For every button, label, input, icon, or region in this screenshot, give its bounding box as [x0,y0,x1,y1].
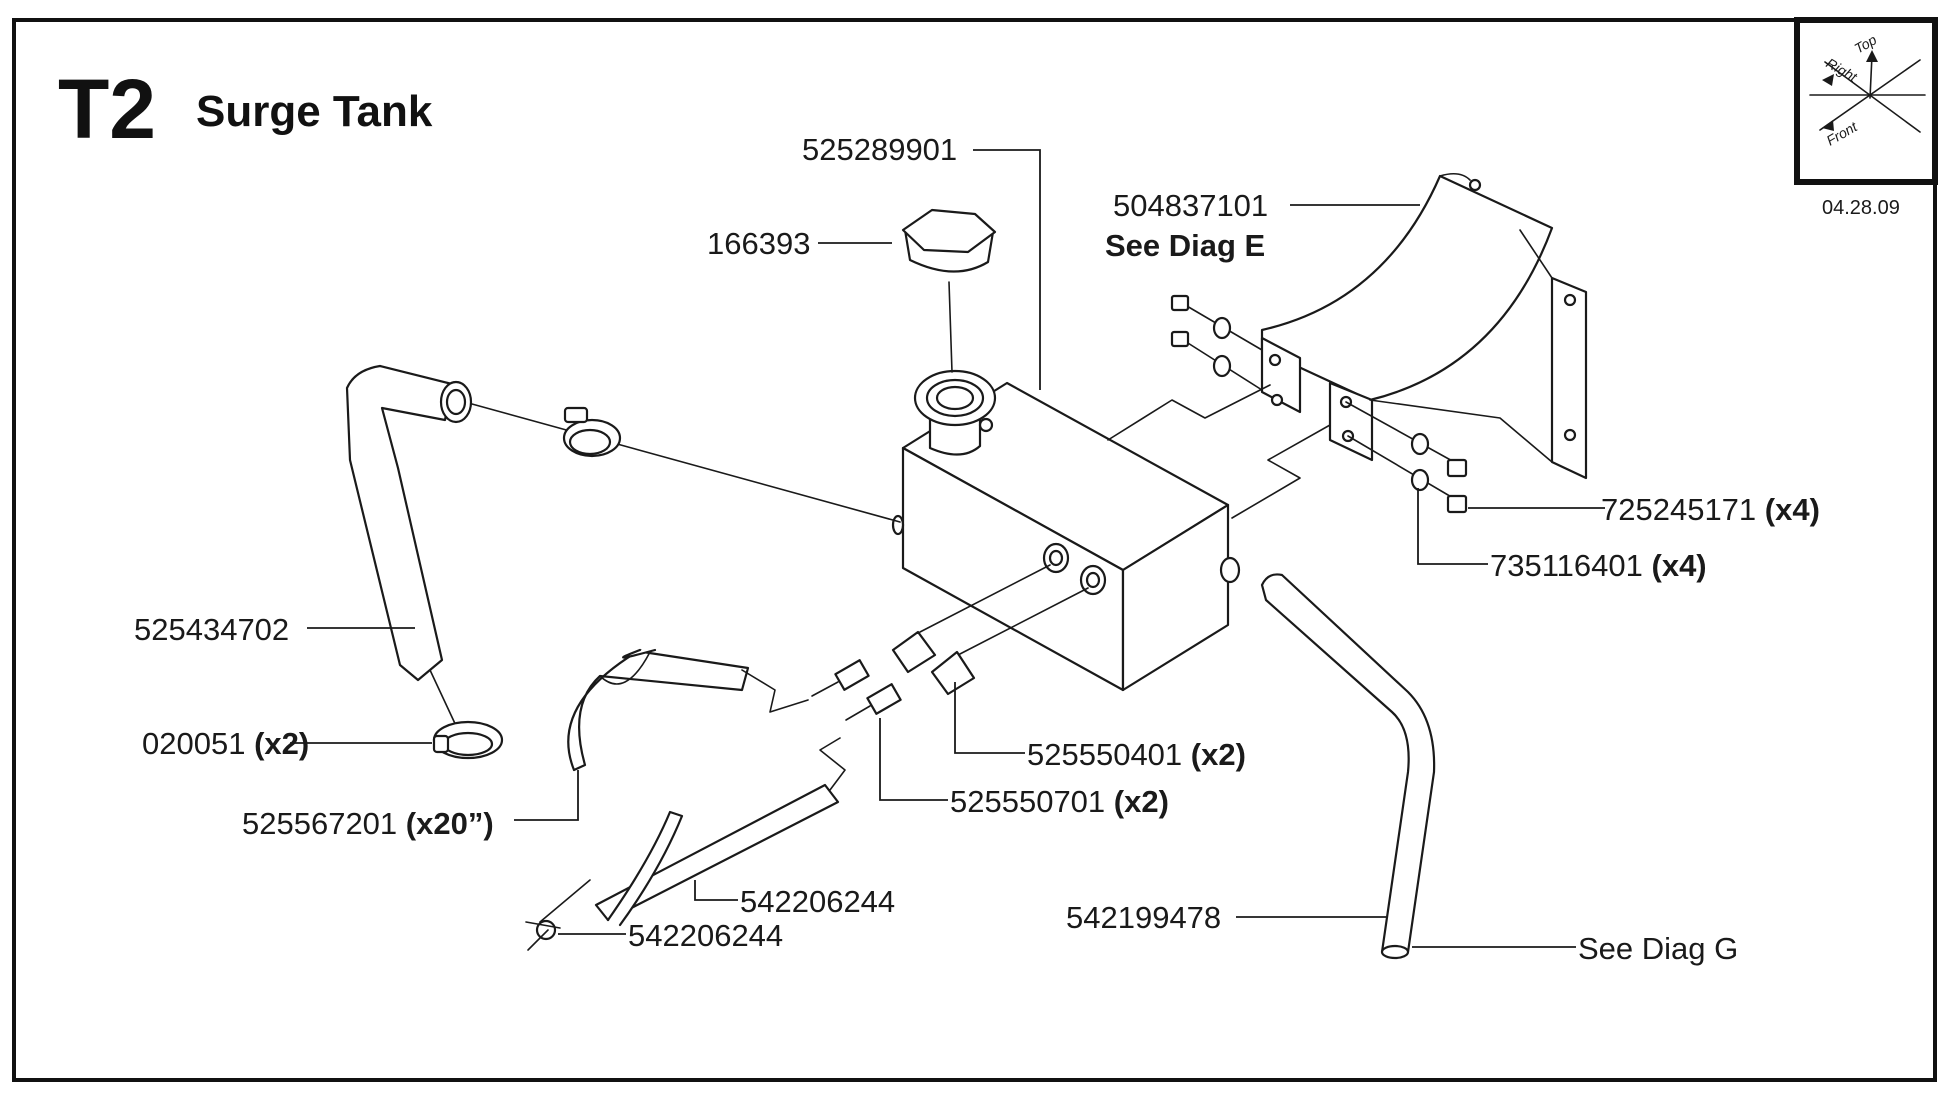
callout-hose-clamp-qty: (x2) [254,726,309,761]
diagram-border [12,18,1937,1082]
callout-overflow-tube: 542206244 [740,884,895,919]
callout-elbow-fitting-number: 525550401 [1027,737,1182,772]
callout-straight-fitting-number: 525550701 [950,784,1105,819]
overflow-clip-drawing [525,879,591,951]
callout-washer: 735116401 (x4) [1490,548,1707,583]
callout-straight-fitting: 525550701 (x2) [950,784,1169,819]
revision-date: 04.28.09 [1822,197,1900,219]
hose-clamps-drawing [432,406,622,760]
callout-hose-clamp-number: 020051 [142,726,245,761]
mounting-bracket-drawing [1107,172,1588,519]
radiator-cap-drawing [901,208,997,373]
lower-hose-drawing [1260,573,1436,960]
callout-washer-number: 735116401 [1490,548,1643,583]
callout-cap: 166393 [707,226,810,261]
right-arrow-icon [1822,74,1834,86]
vent-hoses-drawing [567,648,846,927]
callout-straight-fitting-qty: (x2) [1114,784,1169,819]
callout-hose-clamp: 020051 (x2) [142,726,309,761]
leader-lines [290,149,1605,948]
orientation-indicator: Top Right Front [1794,17,1938,185]
callout-lower-hose-ref: See Diag G [1578,931,1738,966]
callout-upper-hose: 525434702 [134,612,289,647]
callout-lower-hose: 542199478 [1066,900,1221,935]
callout-vent-hose-qty: (x20”) [406,806,494,841]
callout-bolt-qty: (x4) [1765,492,1820,527]
front-arrow-icon [1822,120,1834,131]
callout-bracket-note: See Diag E [1105,228,1265,263]
callout-tube-clip: 542206244 [628,918,783,953]
callout-bolt-number: 725245171 [1601,492,1756,527]
callout-washer-qty: (x4) [1652,548,1707,583]
callout-bracket: 504837101 [1113,188,1268,223]
callout-vent-hose-number: 525567201 [242,806,397,841]
callout-elbow-fitting: 525550401 (x2) [1027,737,1246,772]
diagram-title: Surge Tank [196,87,433,136]
callout-tank: 525289901 [802,132,957,167]
upper-hose-drawing [345,364,901,731]
bolts-and-washers-drawing [1170,294,1468,514]
callout-vent-hose: 525567201 (x20”) [242,806,494,841]
callout-elbow-fitting-qty: (x2) [1191,737,1246,772]
diagram-code: T2 [58,62,156,156]
top-arrow-icon [1869,54,1873,99]
surge-tank-drawing [891,369,1241,692]
fittings-drawing [811,564,1089,721]
callout-bolt: 725245171 (x4) [1601,492,1820,527]
